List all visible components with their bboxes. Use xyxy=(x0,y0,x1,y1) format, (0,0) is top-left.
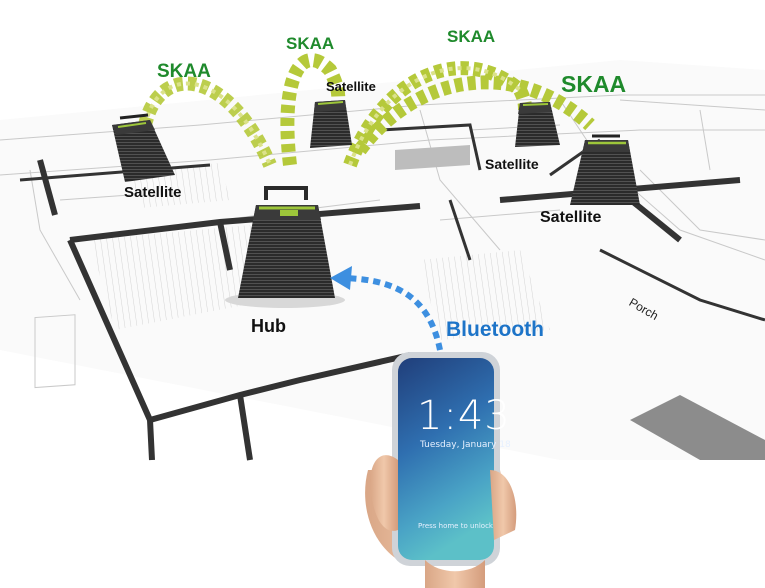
phone-date: Tuesday, January 18 xyxy=(420,440,511,450)
satellite-label: Satellite xyxy=(326,79,376,94)
hub-label: Hub xyxy=(251,316,286,336)
phone-time: 1:43 xyxy=(417,393,511,439)
phone-unlock-hint: Press home to unlock xyxy=(418,522,493,530)
satellite-label: Satellite xyxy=(540,209,602,226)
skaa-label: SKAA xyxy=(447,27,496,46)
speaker-satellite-icon xyxy=(310,100,352,148)
porch-step xyxy=(630,395,765,460)
skaa-label: SKAA xyxy=(157,61,211,82)
floor-area xyxy=(420,250,550,340)
satellite-label: Satellite xyxy=(485,156,539,172)
walls-thin xyxy=(19,123,765,322)
floor-block xyxy=(395,145,470,170)
satellite-label: Satellite xyxy=(124,184,182,201)
skaa-label: SKAA xyxy=(561,71,627,97)
floor-lines xyxy=(0,94,765,389)
bluetooth-label: Bluetooth xyxy=(446,318,544,341)
signal-arc-inner xyxy=(143,66,522,166)
smartphone-icon xyxy=(365,352,517,588)
speaker-satellite-icon xyxy=(515,102,560,147)
speaker-satellite-icon xyxy=(112,113,175,182)
skaa-label: SKAA xyxy=(286,34,335,53)
speaker-satellite-icon xyxy=(570,134,640,205)
arrow-icon xyxy=(330,266,443,351)
speaker-hub-icon xyxy=(225,186,345,308)
